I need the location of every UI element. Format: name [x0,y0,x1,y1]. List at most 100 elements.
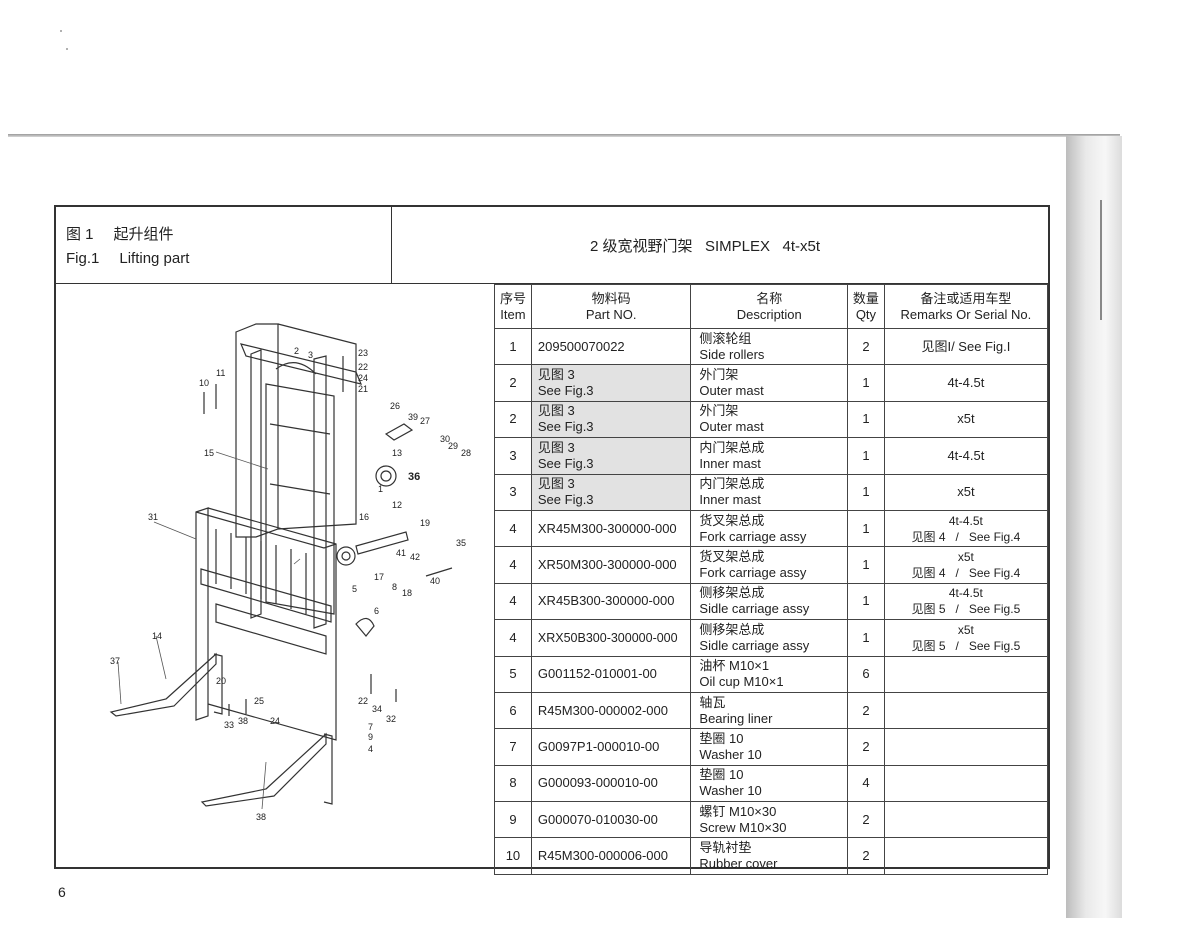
table-cell: Inner mast [699,455,761,471]
table-cell: 4t-4.5t [948,513,983,528]
callout-label: 24 [270,716,280,726]
table-cell: Sidle carriage assy [699,637,810,653]
callout-label: 33 [224,720,234,730]
table-cell: 货叉架总成 [699,549,765,565]
table-cell: 垫圈 10 [699,767,744,783]
table-cell: 5 [494,655,532,693]
table-cell: See Fig.3 [537,492,594,508]
table-cell: 9 [494,801,532,839]
page-number: 6 [58,884,66,900]
callout-label: 23 [358,348,368,358]
table-cell: 见图 3 [537,439,575,455]
table-cell: Qty [855,306,877,322]
callout-label: 38 [238,716,248,726]
table-cell: x5t [957,484,975,500]
table-cell: Outer mast [699,419,764,435]
figure-label-en: Fig.1 [66,250,100,267]
callout-label: 28 [461,448,471,458]
figure-title-cn: 起升组件 [113,226,174,243]
callout-label: 35 [456,538,466,548]
table-cell: 外门架 [699,403,739,419]
table-cell: 1 [494,327,532,366]
table-cell: 内门架总成 [699,439,765,455]
scan-speck [66,48,68,50]
exploded-diagram: 2 3 23 22 24 21 11 10 26 39 27 13 30 29 … [56,284,494,869]
table-cell: G000070-010030-00 [530,801,692,839]
callout-label: 4 [368,744,373,754]
callout-label: 41 [396,548,406,558]
table-cell: 外门架 [699,367,739,383]
callout-label: 17 [374,572,384,582]
table-cell: 见图I/ See Fig.I [921,338,1011,354]
callout-label: 18 [402,588,412,598]
table-cell: 2 [847,728,885,766]
table-cell: Fork carriage assy [699,528,807,544]
table-cell: 内门架总成 [699,476,765,492]
callout-label: 38 [256,812,266,822]
table-cell [883,764,1049,803]
table-cell: 见图 3 [537,367,575,383]
callout-label: 1 [378,484,383,494]
lifting-part-drawing: 2 3 23 22 24 21 11 10 26 39 27 13 30 29 … [109,323,471,822]
table-cell: XRX50B300-300000-000 [530,619,692,657]
callout-label: 2 [294,346,299,356]
callout-label: 32 [386,714,396,724]
figure-label-cn: 图 1 [66,226,94,243]
table-cell: See Fig.3 [537,455,594,471]
callout-label: 6 [374,606,379,616]
table-cell: 2 [847,801,885,839]
callout-label: 31 [148,512,158,522]
table-cell: 7 [494,728,532,766]
table-cell: 见图 5 / See Fig.5 [911,638,1021,653]
table-cell: 垫圈 10 [699,730,744,746]
callout-label: 36 [408,471,420,483]
table-cell [883,728,1049,766]
table-cell: 2 [494,364,532,402]
table-cell: See Fig.3 [537,383,594,399]
table-cell: See Fig.3 [537,419,594,435]
callout-label: 24 [358,373,368,383]
table-cell: 导轨衬垫 [699,840,752,856]
table-cell: 4 [494,509,532,548]
table-cell [883,655,1049,693]
table-cell: x5t [883,400,1049,439]
table-cell: 6 [847,655,885,693]
table-cell: 2 [847,327,885,366]
table-cell: 见图 3 [537,403,575,419]
callout-label: 5 [352,584,357,594]
table-cell: G001152-010001-00 [530,655,692,693]
table-cell: XR50M300-300000-000 [530,546,692,584]
sheet-title-text: 2 级宽视野门架 SIMPLEX 4t-x5t [589,237,821,255]
table-cell: 1 [847,509,885,548]
table-cell: 4t-4.5t [948,586,983,601]
table-cell: 1 [847,582,885,621]
table-cell: Sidle carriage assy [699,601,810,617]
table-cell: 货叉架总成 [699,512,765,528]
callout-label: 26 [390,401,400,411]
table-cell: 1 [847,473,885,511]
callout-label: 30 [440,434,450,444]
table-cell [883,801,1049,839]
table-cell: x5t [957,622,974,637]
callout-label: 20 [216,676,226,686]
callout-label: 12 [392,500,402,510]
table-cell: 4t-4.5t [947,447,985,463]
callout-label: 22 [358,362,368,372]
table-cell: 3 [494,473,532,511]
